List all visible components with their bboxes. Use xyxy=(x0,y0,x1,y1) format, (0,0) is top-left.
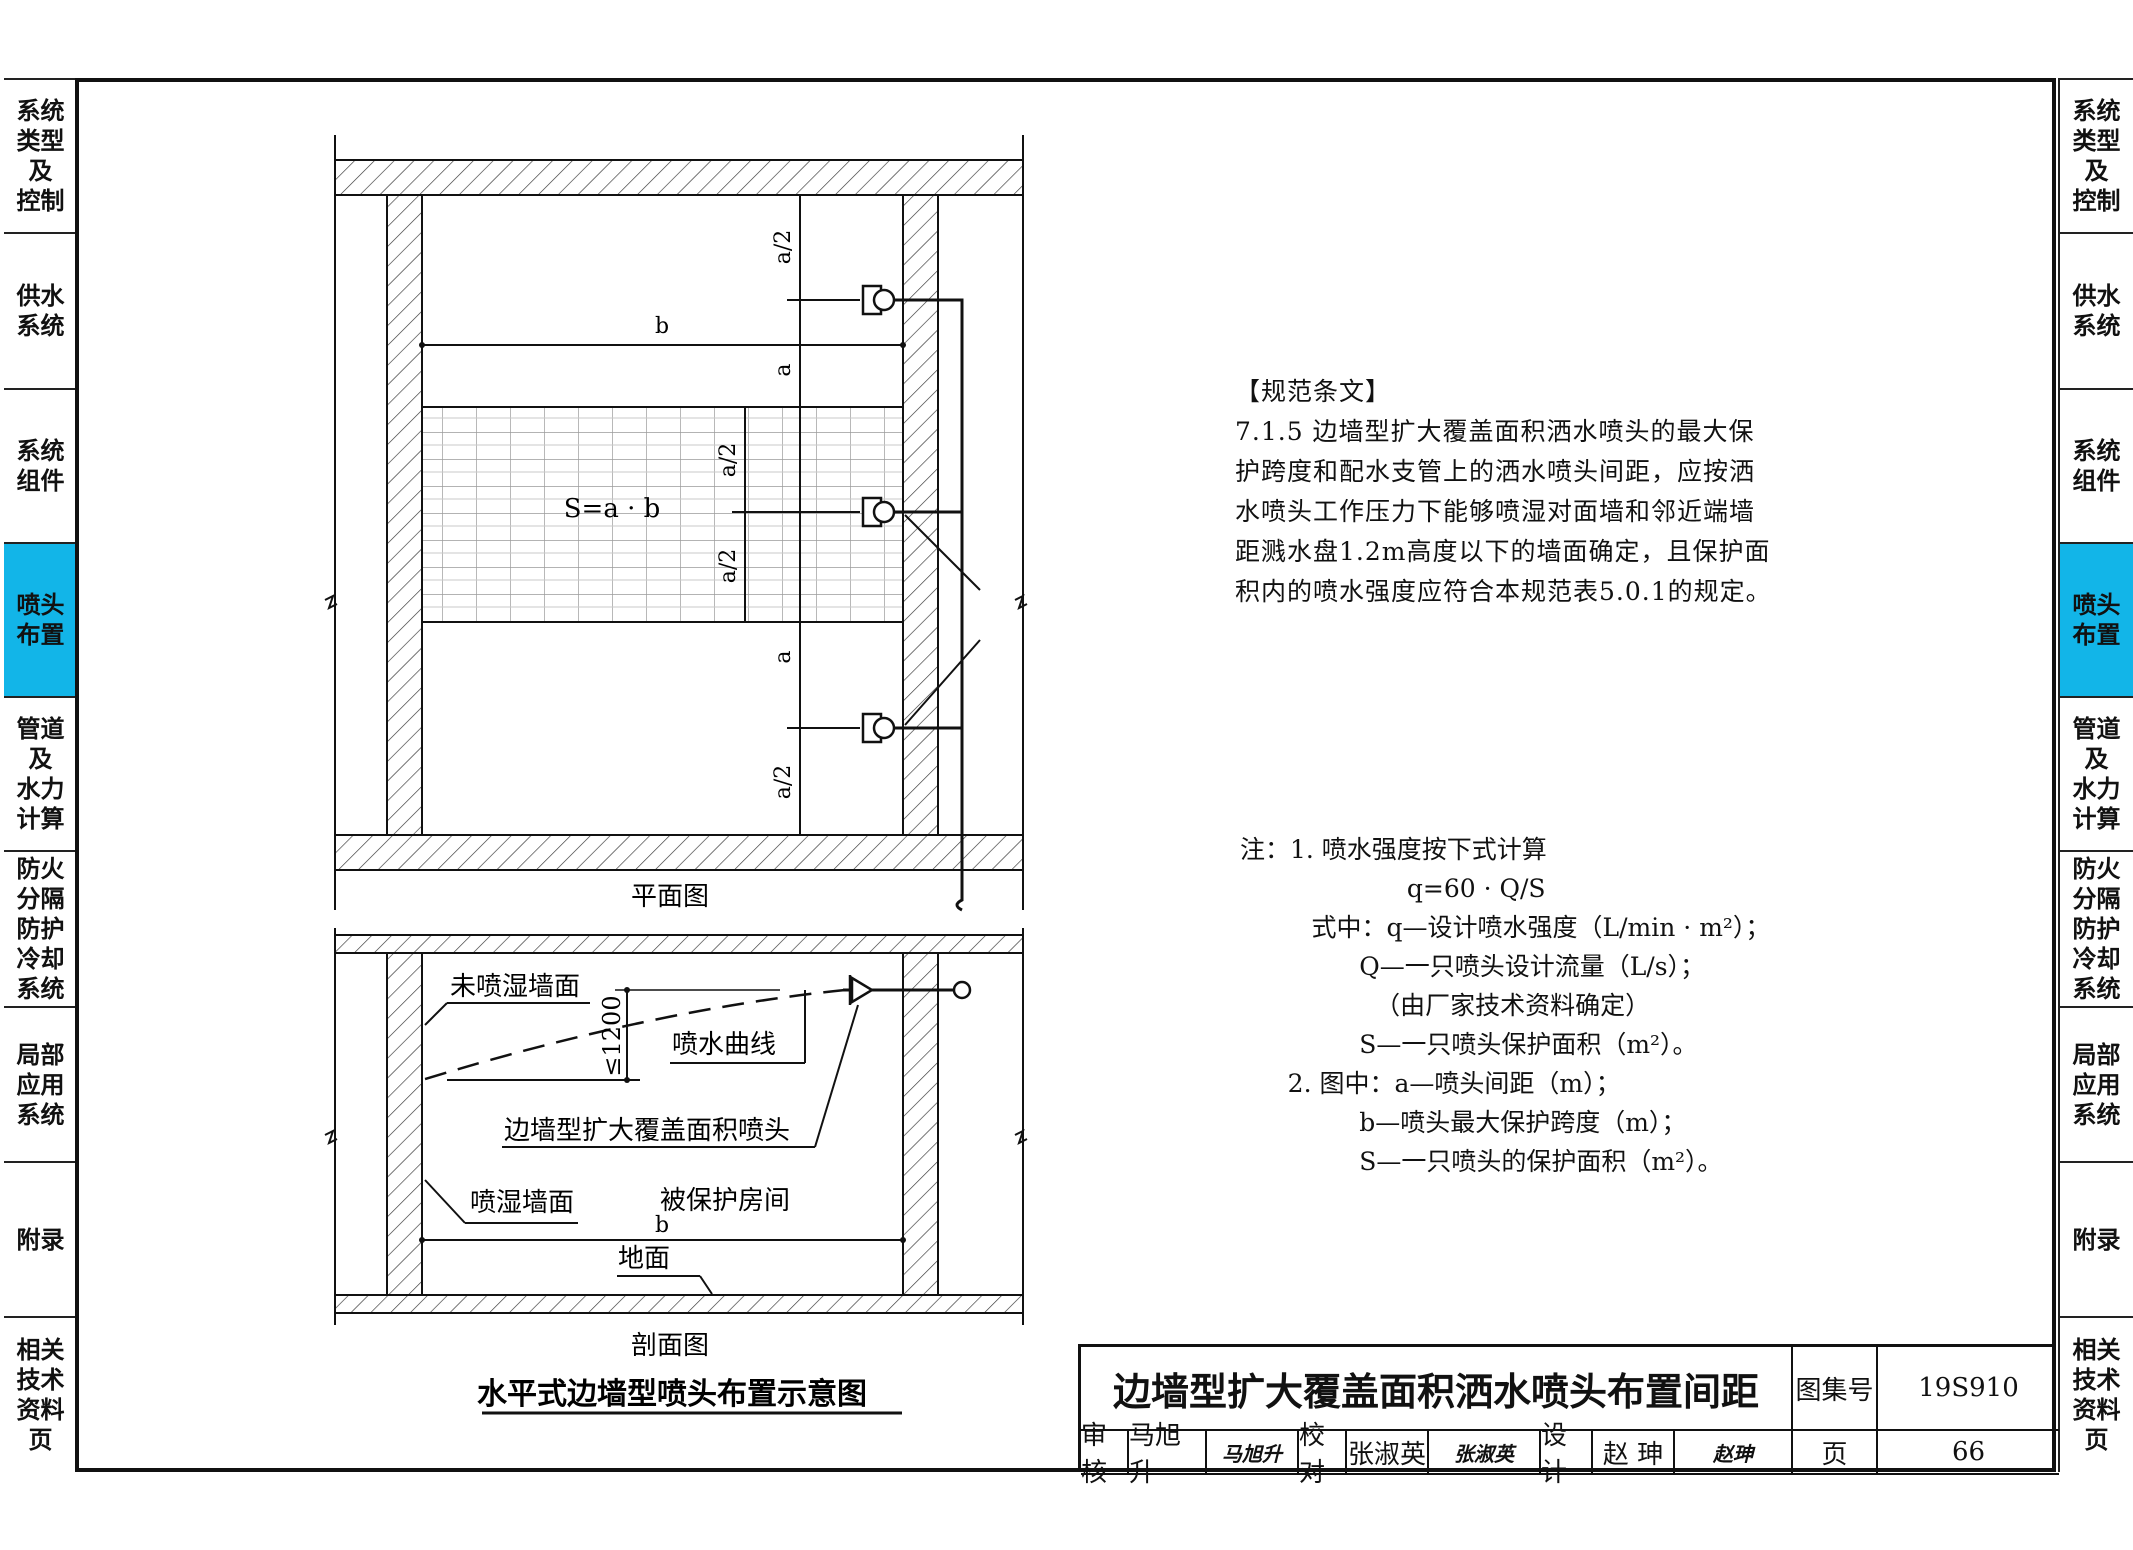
note-line: S—一只喷头保护面积（m²）。 xyxy=(1240,1030,1698,1059)
note-line: （由厂家技术资料确定） xyxy=(1240,991,1651,1020)
plan-left-wall xyxy=(386,194,423,836)
label-dry-wall: 未喷湿墙面 xyxy=(450,972,580,1002)
figure-title: 水平式边墙型喷头布置示意图 xyxy=(477,1377,867,1412)
plan-top-wall xyxy=(334,159,1024,196)
section-ceiling xyxy=(334,934,1024,954)
spec-line: 距溅水盘1.2m高度以下的墙面确定，且保护面 xyxy=(1235,537,1771,566)
dim-half-a-top: a/2 xyxy=(771,230,796,265)
dim-half-a-bottom: a/2 xyxy=(771,765,796,800)
dim-half-a-area-top: a/2 xyxy=(716,443,741,478)
design-signature: 赵珅 xyxy=(1675,1431,1793,1475)
plan-caption: 平面图 xyxy=(631,882,709,912)
section-view: ≤1200 未喷湿墙面 喷水曲线 边墙型扩大覆盖面积喷头 喷湿墙面 被保护房间 … xyxy=(324,928,1028,1361)
sidebar-item-components[interactable]: 系统 组件 xyxy=(2060,388,2133,542)
note-line: S—一只喷头的保护面积（m²）。 xyxy=(1240,1147,1723,1176)
sprinkler-icon xyxy=(872,716,896,740)
dim-a-upper: a xyxy=(771,363,796,376)
review-label: 审核 xyxy=(1081,1421,1129,1488)
spray-curve xyxy=(421,988,846,1082)
note-line: Q—一只喷头设计流量（L/s）； xyxy=(1240,952,1706,981)
label-sprinkler: 边墙型扩大覆盖面积喷头 xyxy=(504,1116,790,1146)
sidebar-item-appendix[interactable]: 附录 xyxy=(4,1161,77,1316)
spec-line: 水喷头工作压力下能够喷湿对面墙和邻近端墙 xyxy=(1235,497,1756,526)
atlas-number: 19S910 xyxy=(1878,1347,2059,1431)
sidebar-item-fire-separation[interactable]: 防火 分隔 防护 冷却 系统 xyxy=(2060,850,2133,1006)
spec-line: 7.1.5 边墙型扩大覆盖面积洒水喷头的最大保 xyxy=(1235,417,1755,446)
sidebar-item-components[interactable]: 系统 组件 xyxy=(4,388,77,542)
check-name: 张淑英 xyxy=(1347,1431,1429,1475)
sidebar-item-related-docs[interactable]: 相关 技术 资料 页 xyxy=(4,1316,77,1472)
sidebar-item-related-docs[interactable]: 相关 技术 资料 页 xyxy=(2060,1316,2133,1472)
section-floor xyxy=(334,1294,1024,1314)
spec-line: 积内的喷水强度应符合本规范表5.0.1的规定。 xyxy=(1235,577,1772,606)
note-line: q=60 · Q/S xyxy=(1240,874,1546,903)
atlas-label: 图集号 xyxy=(1793,1347,1878,1431)
left-sidebar: 系统 类型 及 控制 供水 系统 系统 组件 喷头 布置 管道 及 水力 计算 … xyxy=(4,78,79,1472)
note-line: 2. 图中：a—喷头间距（m）； xyxy=(1240,1069,1621,1098)
sidebar-item-water-supply[interactable]: 供水 系统 xyxy=(4,232,77,388)
sidebar-item-system-type[interactable]: 系统 类型 及 控制 xyxy=(2060,78,2133,232)
title-block: 边墙型扩大覆盖面积洒水喷头布置间距 图集号 19S910 审核 马旭升 马旭升 … xyxy=(1078,1344,2059,1488)
section-right-wall xyxy=(902,952,939,1296)
label-spray-curve: 喷水曲线 xyxy=(672,1030,776,1060)
sidebar-item-local-application[interactable]: 局部 应用 系统 xyxy=(4,1006,77,1161)
note-line: 注：1. 喷水强度按下式计算 xyxy=(1240,835,1547,864)
label-floor: 地面 xyxy=(618,1244,670,1274)
right-sidebar: 系统 类型 及 控制 供水 系统 系统 组件 喷头 布置 管道 及 水力 计算 … xyxy=(2058,78,2133,1472)
sidebar-item-system-type[interactable]: 系统 类型 及 控制 xyxy=(4,78,77,232)
sidebar-item-piping[interactable]: 管道 及 水力 计算 xyxy=(2060,696,2133,850)
area-label: S=a · b xyxy=(564,494,661,524)
sidebar-item-piping[interactable]: 管道 及 水力 计算 xyxy=(4,696,77,850)
sidebar-item-sprinkler-layout[interactable]: 喷头 布置 xyxy=(4,542,77,696)
page-number: 66 xyxy=(1878,1431,2059,1475)
note-line: b—喷头最大保护跨度（m）； xyxy=(1240,1108,1687,1137)
spec-line: 护跨度和配水支管上的洒水喷头间距，应按洒 xyxy=(1235,457,1756,486)
check-signature: 张淑英 xyxy=(1429,1431,1541,1475)
label-room: 被保护房间 xyxy=(660,1186,790,1216)
spec-clause: 【规范条文】 7.1.5 边墙型扩大覆盖面积洒水喷头的最大保 护跨度和配水支管上… xyxy=(1235,372,1795,612)
sidebar-item-fire-separation[interactable]: 防火 分隔 防护 冷却 系统 xyxy=(4,850,77,1006)
plan-right-wall xyxy=(902,194,939,836)
protected-area-S xyxy=(421,406,904,623)
branch-pipe xyxy=(894,298,964,912)
notes: 注：1. 喷水强度按下式计算 q=60 · Q/S 式中：q—设计喷水强度（L/… xyxy=(1240,830,1770,1181)
review-name: 马旭升 xyxy=(1129,1421,1207,1488)
section-sprinkler-icon xyxy=(850,975,875,1005)
spec-heading: 【规范条文】 xyxy=(1235,377,1392,406)
plan-view: b a/2 a a/2 a/2 a a/2 S=a · b xyxy=(324,135,1028,912)
page-label: 页 xyxy=(1793,1431,1878,1475)
design-label: 设计 xyxy=(1541,1421,1593,1488)
dim-b-label: b xyxy=(655,314,669,339)
section-caption: 剖面图 xyxy=(631,1331,709,1361)
height-dim-label: ≤1200 xyxy=(598,995,626,1076)
label-wet-wall: 喷湿墙面 xyxy=(470,1188,574,1218)
sidebar-item-local-application[interactable]: 局部 应用 系统 xyxy=(2060,1006,2133,1161)
plan-bottom-wall xyxy=(334,834,1024,871)
sprinkler-icon xyxy=(872,288,896,312)
drawing-frame xyxy=(75,78,2056,1472)
sidebar-item-sprinkler-layout[interactable]: 喷头 布置 xyxy=(2060,542,2133,696)
drawing-title: 边墙型扩大覆盖面积洒水喷头布置间距 xyxy=(1081,1347,1793,1431)
check-label: 校对 xyxy=(1299,1421,1347,1488)
sidebar-item-water-supply[interactable]: 供水 系统 xyxy=(2060,232,2133,388)
review-signature: 马旭升 xyxy=(1207,1431,1299,1475)
dim-half-a-area-bottom: a/2 xyxy=(716,549,741,584)
section-dim-b-label: b xyxy=(655,1213,669,1238)
dim-a-lower: a xyxy=(771,650,796,663)
design-name: 赵 珅 xyxy=(1593,1431,1675,1475)
sprinkler-icon xyxy=(872,500,896,524)
sidebar-item-appendix[interactable]: 附录 xyxy=(2060,1161,2133,1316)
note-line: 式中：q—设计喷水强度（L/min · m²）； xyxy=(1240,913,1771,942)
section-left-wall xyxy=(386,952,423,1296)
